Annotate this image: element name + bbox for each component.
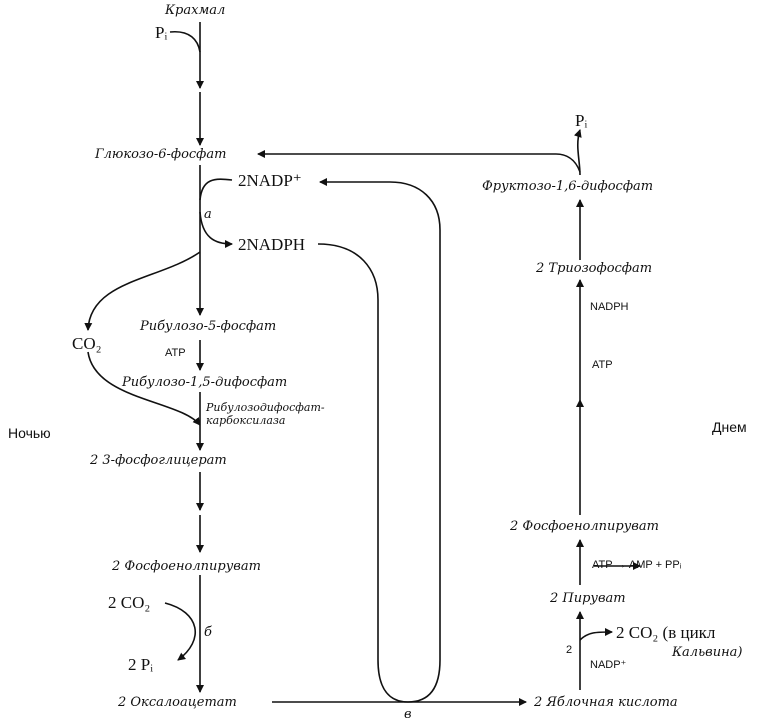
triosephosphate-label: 2 Триозофосфат — [536, 261, 653, 276]
arrow-pi-out — [164, 602, 196, 661]
pep-left-label: 2 Фосфоенолпируват — [112, 559, 261, 574]
fructose16dp-label: Фруктозо-1,6-дифосфат — [482, 179, 654, 194]
nadp-plus-label: 2NADP⁺ — [238, 171, 302, 190]
rubisco-line1: Рибулозодифосфат- — [206, 401, 325, 414]
co2-calvin-line2: Кальвина) — [672, 645, 743, 660]
pi-right-label: Pᵢ — [575, 111, 588, 130]
pga-label: 2 3-фосфоглицерат — [90, 453, 227, 468]
nadph-right-label: NADPH — [590, 301, 629, 313]
co2-2-left-label: 2 CO₂ — [108, 593, 151, 612]
step-a-label: а — [204, 207, 212, 222]
pep-right-label: 2 Фосфоенолпируват — [510, 519, 659, 534]
glucose6p-label: Глюкозо-6-фосфат — [95, 147, 227, 162]
atp-amp-label: ATP → AMP + PPᵢ — [592, 559, 682, 571]
atp-left-label: ATP — [165, 347, 186, 359]
arrow-to-nadph — [199, 211, 233, 248]
nadp-right-label: NADP⁺ — [590, 659, 627, 671]
pi-top-label: Pᵢ — [155, 23, 168, 42]
pyruvate-label: 2 Пируват — [550, 591, 626, 606]
arrow-nadph-loop — [317, 178, 441, 703]
night-label: Ночью — [8, 425, 51, 441]
oxaloacetate-label: 2 Оксалоацетат — [118, 695, 237, 710]
arrow-co2-release — [84, 251, 201, 331]
step-v-label: в — [404, 707, 412, 722]
arrow-pi-in — [169, 30, 201, 53]
arrow-from-nadp-plus — [199, 178, 233, 201]
rubisco-line2: карбоксилаза — [206, 414, 286, 427]
arrow-co2-to-calvin — [579, 628, 613, 641]
malic-acid-label: 2 Яблочная кислота — [534, 695, 678, 710]
pi-2-label: 2 Pᵢ — [128, 655, 153, 674]
co2-calvin-line1: 2 CO₂ (в цикл — [616, 623, 716, 642]
co2-left-label: CO₂ — [72, 334, 102, 353]
ribulose5p-label: Рибулозо-5-фосфат — [140, 319, 277, 334]
arrow-to-glucose6p-right — [257, 150, 581, 173]
day-label: Днем — [712, 419, 747, 435]
step-b-label: б — [204, 625, 212, 640]
atp-right-label: ATP — [592, 359, 613, 371]
num-2-right-label: 2 — [566, 644, 573, 656]
starch-label: Крахмал — [165, 3, 226, 18]
nadph-label: 2NADPH — [238, 235, 306, 254]
ribulose15dp-label: Рибулозо-1,5-дифосфат — [122, 375, 288, 390]
arrow-co2-fixation — [87, 351, 201, 426]
